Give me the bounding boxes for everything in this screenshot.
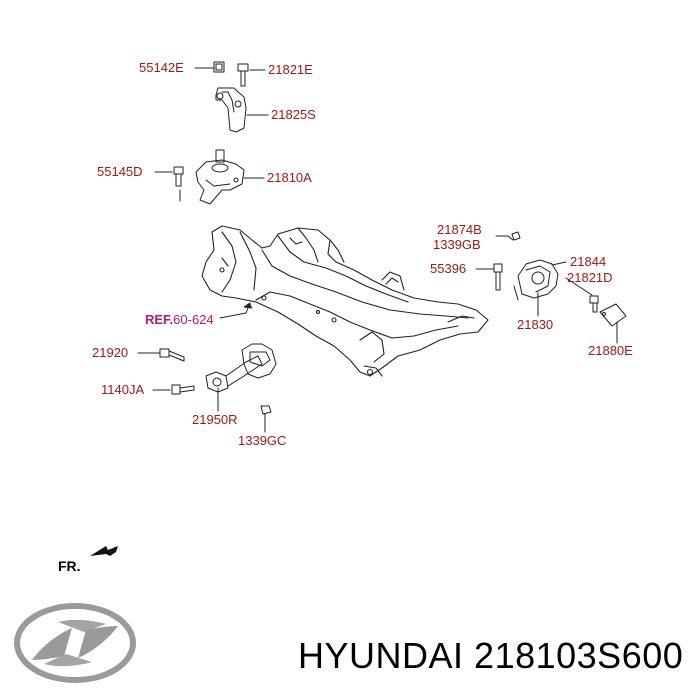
label-21950R: 21950R [192,412,238,427]
reference-prefix: REF. [145,312,174,327]
label-21874B: 21874B [437,222,482,237]
label-55142E: 55142E [139,60,184,75]
label-21844: 21844 [570,254,607,269]
reference-label: REF.60-624 [145,313,214,327]
bolt-21920 [159,348,185,362]
nut-21874B [511,231,521,241]
label-1140JA: 1140JA [101,382,145,397]
label-1339GB: 1339GB [433,237,481,252]
bracket-21830 [513,259,559,301]
bolt-21821D [589,295,599,313]
mount-21810A [195,149,245,205]
subframe [201,225,489,377]
label-21920: 21920 [92,345,129,360]
bolt-55396 [493,263,503,291]
leader-21874B [495,235,514,241]
cover-21880E [599,303,627,327]
part-caption: HYUNDAI 218103S600 [298,635,683,677]
bolt-21821E [237,63,249,87]
nut-55142E [213,61,225,73]
leader-ref [219,302,251,319]
brand-name: HYUNDAI [298,635,464,676]
label-21880E: 21880E [588,343,633,358]
label-21810A: 21810A [267,170,312,185]
bracket-21825S [215,87,247,133]
roll-rod-21950R [205,343,277,393]
part-number: 218103S600 [474,635,684,676]
label-21825S: 21825S [271,107,316,122]
hyundai-logo-icon [14,603,136,683]
label-21821D: 21821D [567,270,613,285]
leader-21844 [551,261,567,266]
bolt-55145D [173,166,184,187]
front-direction-arrow-icon [90,546,118,556]
label-21830: 21830 [517,317,554,332]
nut-1339GC [260,405,272,415]
bolt-1140JA [171,384,195,395]
reference-number: 60-624 [173,312,214,327]
label-1339GC: 1339GC [238,433,287,448]
label-55145D: 55145D [97,164,143,179]
front-direction-label: FR. [58,558,81,574]
leader-21821D [565,277,593,296]
label-21821E: 21821E [268,62,313,77]
label-55396: 55396 [430,261,467,276]
